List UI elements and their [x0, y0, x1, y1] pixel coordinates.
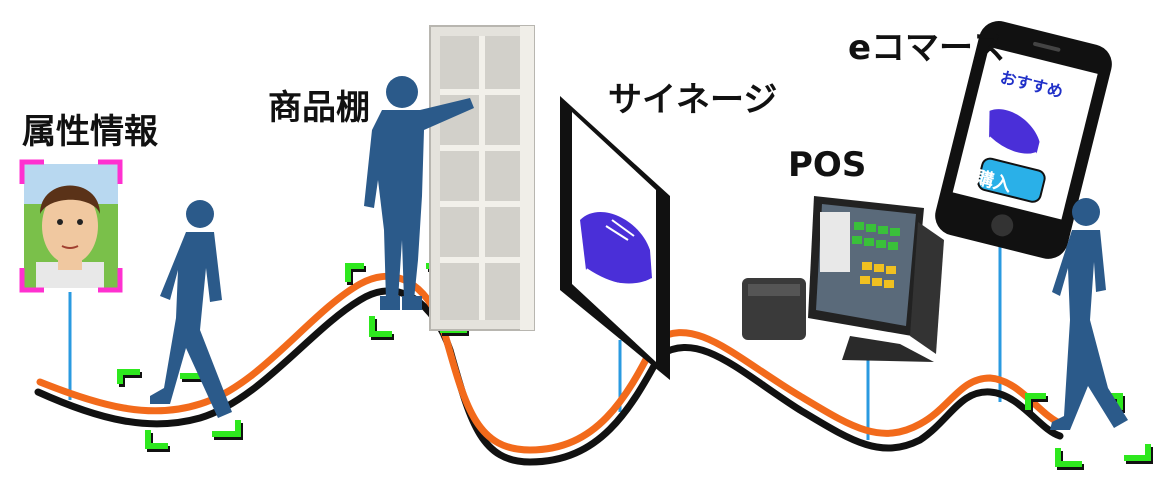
- label-attributes: 属性情報: [22, 112, 158, 152]
- face-detection-frame: [19, 159, 123, 293]
- journey-path-orange: [36, 272, 1066, 454]
- walking-person-left-icon: [150, 200, 232, 418]
- smartphone: [935, 21, 1112, 259]
- footprint-marker-right: [1025, 393, 1153, 470]
- footprint-marker-left: [117, 369, 243, 452]
- walking-person-right-icon: [1050, 198, 1128, 430]
- shoe-icon-signage: [580, 211, 654, 289]
- shoe-icon-phone: [988, 109, 1040, 157]
- product-shelf: [429, 25, 535, 331]
- shopper-at-shelf-icon: [364, 76, 474, 310]
- label-shelf: 商品棚: [268, 88, 370, 128]
- label-signage: サイネージ: [608, 80, 778, 120]
- face-card: [24, 164, 118, 288]
- digital-signage: [560, 96, 670, 380]
- buy-button[interactable]: [976, 157, 1046, 204]
- pos-terminal: [742, 196, 944, 362]
- label-ecommerce: eコマース: [848, 28, 1006, 68]
- label-pos: POS: [788, 145, 867, 185]
- journey-path-black: [34, 287, 1064, 466]
